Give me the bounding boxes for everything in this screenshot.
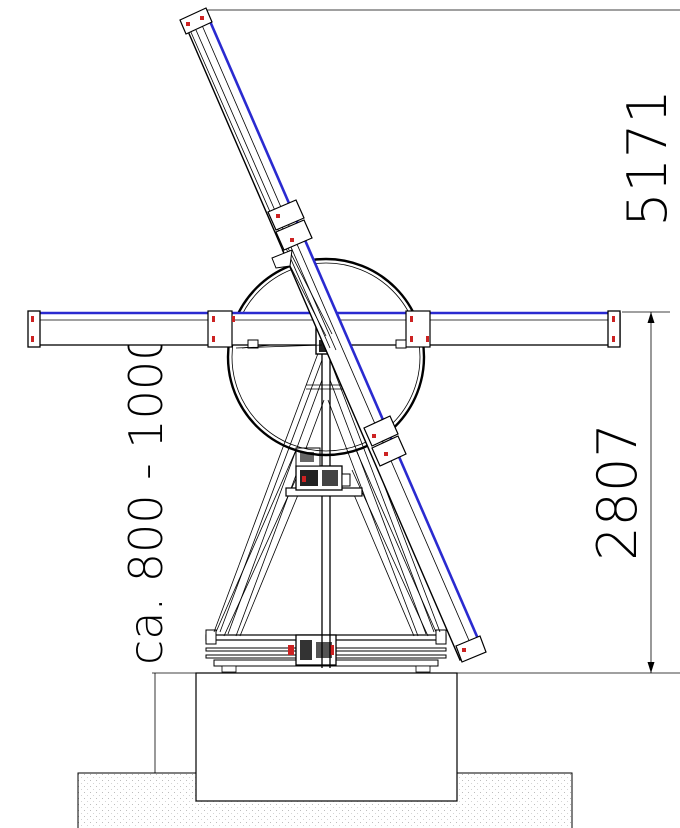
axis-height-label: 2807 (586, 423, 649, 560)
base-drive-unit (288, 634, 337, 666)
axis-height-dimension: 2807 (586, 311, 670, 673)
foundation-height-label: ca. 800 - 1000 (119, 332, 173, 665)
central-mast (306, 345, 346, 668)
tilt-actuator (235, 247, 333, 349)
concrete-foundation (152, 672, 680, 802)
mid-gearbox (285, 447, 363, 497)
foundation-height-dimension: ca. 800 - 1000 (119, 332, 196, 774)
tilted-panel-row (179, 7, 487, 663)
overall-height-label: 5171 (616, 89, 679, 226)
overall-height-dimension: 5171 (206, 9, 680, 227)
